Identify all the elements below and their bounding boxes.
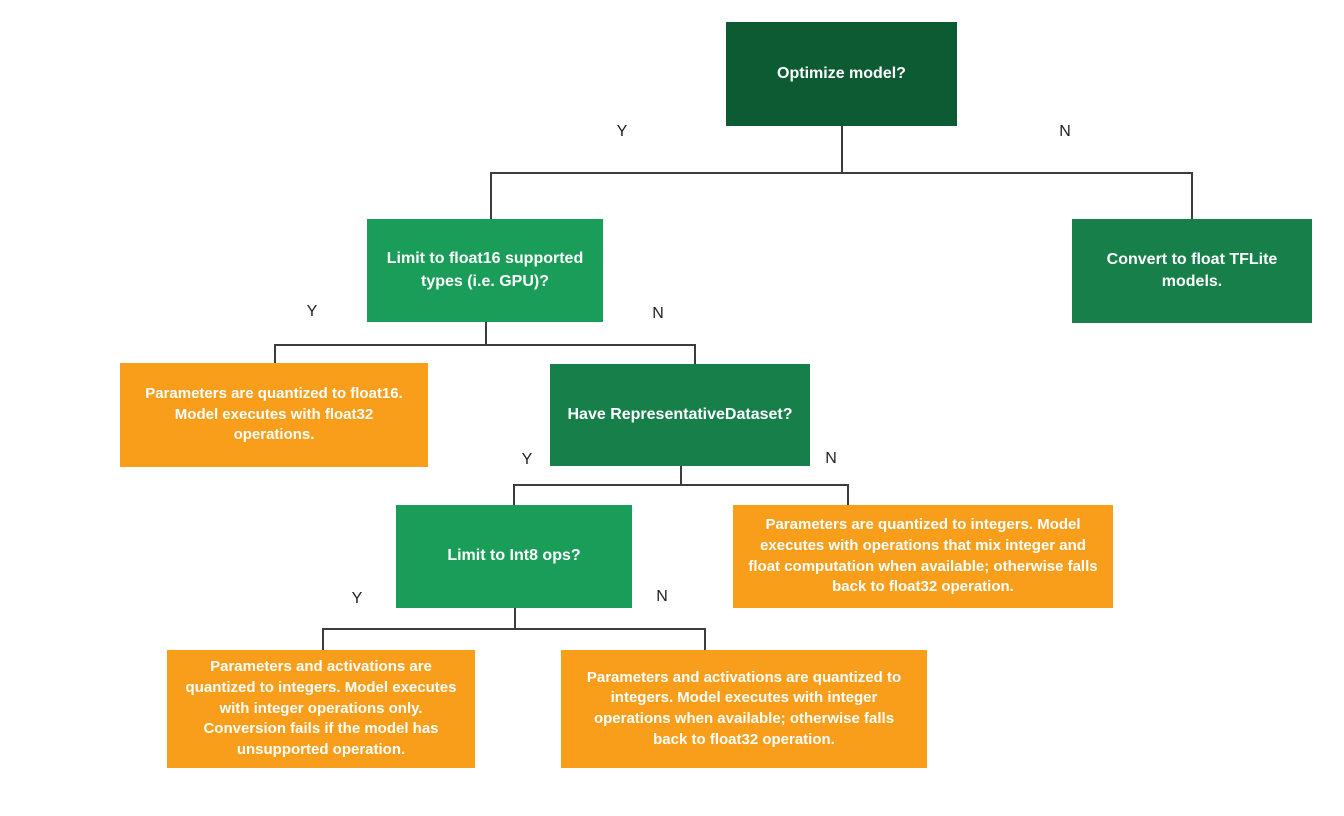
branch-label-yes: Y [351,590,363,607]
connector-float16-yes-drop [274,344,276,363]
branch-label-yes: Y [616,123,628,140]
connector-int8-bar [322,628,705,630]
node-optimize-model: Optimize model? [726,22,957,126]
branch-label-yes: Y [521,451,533,468]
connector-int8-yes-drop [322,628,324,650]
branch-label-yes: Y [306,303,318,320]
node-params-quantized-integers-mixed: Parameters are quantized to integers. Mo… [733,505,1113,608]
branch-label-no: N [656,588,668,605]
connector-dataset-yes-drop [513,484,515,505]
connector-optimize-no-drop [1191,172,1193,219]
connector-int8-stem [514,608,516,628]
node-convert-float-tflite: Convert to float TFLite models. [1072,219,1312,323]
connector-dataset-stem [680,466,682,484]
branch-label-no: N [825,450,837,467]
node-params-quantized-float16: Parameters are quantized to float16. Mod… [120,363,428,467]
node-have-representative-dataset: Have RepresentativeDataset? [550,364,810,466]
connector-float16-stem [485,322,487,344]
connector-dataset-no-drop [847,484,849,505]
node-limit-float16-types: Limit to float16 supported types (i.e. G… [367,219,603,322]
node-params-activations-integer-only: Parameters and activations are quantized… [167,650,475,768]
connector-int8-no-drop [704,628,706,650]
connector-optimize-stem [841,126,843,172]
branch-label-no: N [1059,123,1071,140]
node-limit-int8-ops: Limit to Int8 ops? [396,505,632,608]
connector-float16-bar [274,344,695,346]
branch-label-no: N [652,305,664,322]
connector-optimize-yes-drop [490,172,492,219]
node-params-activations-integer-fallback: Parameters and activations are quantized… [561,650,927,768]
connector-optimize-bar [490,172,1192,174]
connector-float16-no-drop [694,344,696,364]
connector-dataset-bar [513,484,848,486]
